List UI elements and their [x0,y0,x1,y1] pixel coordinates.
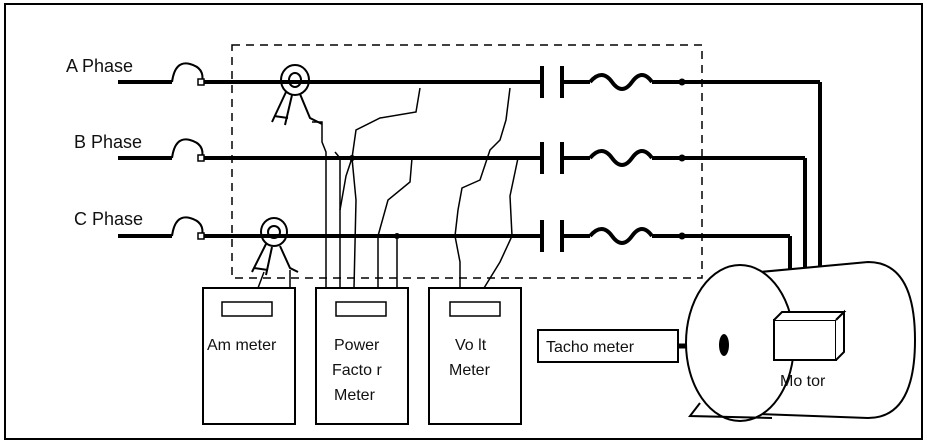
phase-label-c: C Phase [74,209,143,229]
volt-meter: Vo lt Meter [428,287,522,425]
current-clamp-icon [271,64,323,126]
contactor-icon [540,66,590,252]
phase-label-a: A Phase [66,56,133,76]
measurement-enclosure [231,44,703,279]
tachometer: Tacho meter [537,329,720,363]
volt-meter-label-2: Meter [449,362,491,379]
current-clamp-icon [251,217,299,276]
phase-label-b: B Phase [74,132,142,152]
power-factor-label-3: Meter [334,387,376,404]
ammeter-label: Am meter [207,337,277,354]
motor-icon: Mo tor [685,260,917,422]
fuse-icon [171,62,204,237]
meter-leads [257,87,519,289]
power-factor-label-2: Facto r [332,362,382,379]
phase-lines [118,80,540,238]
power-factor-meter: Power Facto r Meter [315,287,409,425]
power-factor-label-1: Power [334,337,380,354]
ammeter: Am meter [202,287,296,425]
motor-label: Mo tor [780,373,826,390]
overload-icon [588,73,654,245]
volt-meter-label-1: Vo lt [455,337,487,354]
tachometer-label: Tacho meter [546,339,635,356]
